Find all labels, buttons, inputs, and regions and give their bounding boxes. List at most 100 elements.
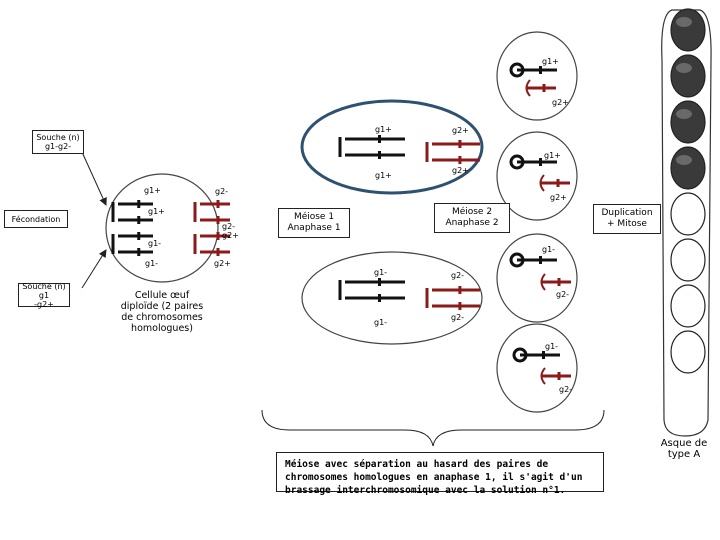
diploid-chrom1-upper-locus-a <box>137 200 141 208</box>
asque-label: Asque de type A <box>652 438 716 460</box>
gene-g2p-cell-a: g2+ <box>222 231 239 240</box>
spore-cell-1 <box>496 31 578 121</box>
chromosome-layer <box>111 62 571 385</box>
diploid-chrom2-upper-locus-a <box>216 200 220 208</box>
spore3-chrom1-centromere <box>509 252 525 268</box>
spore4-chrom2-locus <box>557 372 561 380</box>
gene-g2m-cell-b: g2- <box>222 222 236 231</box>
ascus-spore-1 <box>670 8 706 52</box>
gene-g2m-cell-a: g2- <box>215 187 229 196</box>
gene-g2p-spore2: g2+ <box>550 193 567 202</box>
duplication-text: Duplication + Mitose <box>601 208 653 229</box>
diploid-chrom2-upper-locus-b <box>216 216 220 224</box>
gene-g2m-spore4: g2- <box>559 385 573 394</box>
gene-g1m-lower-b: g1- <box>374 318 388 327</box>
diploid-chrom1-lower-locus-a <box>137 232 141 240</box>
cellule-oeuf-text: Cellule œuf diploïde (2 paires de chromo… <box>120 290 204 334</box>
gene-g2m-spore3: g2- <box>556 290 570 299</box>
spore3-chrom1-locus <box>539 256 542 264</box>
lower-chrom2-locus-a <box>458 286 462 294</box>
spore2-chrom2-locus <box>556 179 560 187</box>
spore-cell-4 <box>496 323 578 413</box>
spore3-chrom2-locus <box>557 278 561 286</box>
spore1-chrom2-locus <box>542 84 546 92</box>
souche-top-label: Souche (n) g1-g2- <box>32 130 84 154</box>
gene-g2m-lower-b: g2- <box>451 313 465 322</box>
lower-chrom1-locus-b <box>378 294 381 302</box>
ascus-spore-2 <box>670 54 706 98</box>
upper-chrom1-locus-a <box>378 135 381 143</box>
spore1-chrom2-centromere <box>525 79 531 97</box>
ascus-spore-3 <box>670 100 706 144</box>
diploid-chrom2-lower-locus-a <box>216 232 220 240</box>
spore2-chrom2-centromere <box>539 174 545 192</box>
lower-chrom2-locus-b <box>458 302 462 310</box>
gene-g1m-spore4: g1- <box>545 342 559 351</box>
gene-g2p-upper-b: g2+ <box>452 166 469 175</box>
diploid-cell <box>105 173 219 283</box>
diploid-chrom1-lower-locus-b <box>137 248 141 256</box>
spore2-chrom1-centromere <box>509 154 525 170</box>
souche-top-text: Souche (n) g1-g2- <box>36 133 80 151</box>
ascus-spore-4 <box>670 146 706 190</box>
upper-chrom2-locus-a <box>458 140 462 148</box>
upper-chrom2-locus-b <box>458 156 462 164</box>
ascus-spore-highlight-1 <box>676 17 692 27</box>
ascus-spore-highlight-3 <box>676 109 692 119</box>
meiosis2-cell-lower <box>301 251 483 345</box>
ascus-spore-highlight-2 <box>676 63 692 73</box>
spore4-chrom1-centromere <box>512 347 528 363</box>
gene-g1-cell-a: g1+ <box>148 207 165 216</box>
souche-bottom-label: Souche (n) g1 -g2+ <box>18 281 70 309</box>
ascus-spores <box>670 8 706 374</box>
fecondation-label: Fécondation <box>4 210 68 228</box>
meiose2-text: Méiose 2 Anaphase 2 <box>445 207 499 228</box>
ascus-spore-7 <box>670 284 706 328</box>
spore4-chrom1-locus <box>542 351 545 359</box>
conclusion-text: Méiose avec séparation au hasard des pai… <box>285 459 583 496</box>
cellule-oeuf-label: Cellule œuf diploïde (2 paires de chromo… <box>112 290 212 334</box>
diploid-chrom1-upper-locus-b <box>137 216 141 224</box>
spore3-chrom2-centromere <box>540 273 546 291</box>
gene-g1m-spore3: g1- <box>542 245 556 254</box>
diploid-chrom2-lower-locus-b <box>216 248 220 256</box>
souche-bottom-text: Souche (n) g1 -g2+ <box>22 281 66 309</box>
spore4-chrom2-centromere <box>540 367 546 385</box>
fecondation-text: Fécondation <box>11 214 61 224</box>
gene-g1m-cell-a: g1- <box>148 239 162 248</box>
gene-g2p-cell-b: g2+ <box>214 259 231 268</box>
meiose1-label: Méiose 1 Anaphase 1 <box>278 208 350 238</box>
meiose2-label: Méiose 2 Anaphase 2 <box>434 203 510 233</box>
ascus-spore-8 <box>670 330 706 374</box>
ascus-outline <box>661 9 712 437</box>
spore1-chrom1-locus <box>539 66 542 74</box>
gene-g1p-spore2: g1+ <box>544 151 561 160</box>
conclusion-box: Méiose avec séparation au hasard des pai… <box>276 452 604 496</box>
gene-g1p-upper-b: g1+ <box>375 171 392 180</box>
upper-chrom1-locus-b <box>378 151 381 159</box>
gene-g1m-lower-a: g1- <box>374 268 388 277</box>
gene-g1p-upper-a: g1+ <box>375 125 392 134</box>
arrow-souche-top <box>81 151 107 206</box>
spore-cell-2 <box>496 131 578 221</box>
gene-g1p-spore1: g1+ <box>542 57 559 66</box>
spore1-chrom1-centromere <box>509 62 525 78</box>
gene-g2p-upper-a: g2+ <box>452 126 469 135</box>
gene-g1m-cell-b: g1- <box>145 259 159 268</box>
spores-bracket <box>261 409 605 447</box>
asque-text: Asque de type A <box>660 438 708 460</box>
duplication-label: Duplication + Mitose <box>593 204 661 234</box>
gene-g2m-lower-a: g2- <box>451 271 465 280</box>
ascus-spore-5 <box>670 192 706 236</box>
gene-g2p-spore1: g2+ <box>552 98 569 107</box>
spore2-chrom1-locus <box>539 158 542 166</box>
spore-cell-3 <box>496 233 578 323</box>
meiose1-text: Méiose 1 Anaphase 1 <box>287 212 341 233</box>
meiosis2-cell-upper <box>300 99 484 195</box>
arrow-souche-bottom <box>81 249 107 289</box>
ascus-spore-6 <box>670 238 706 282</box>
lower-chrom1-locus-a <box>378 278 381 286</box>
ascus-spore-highlight-4 <box>676 155 692 165</box>
